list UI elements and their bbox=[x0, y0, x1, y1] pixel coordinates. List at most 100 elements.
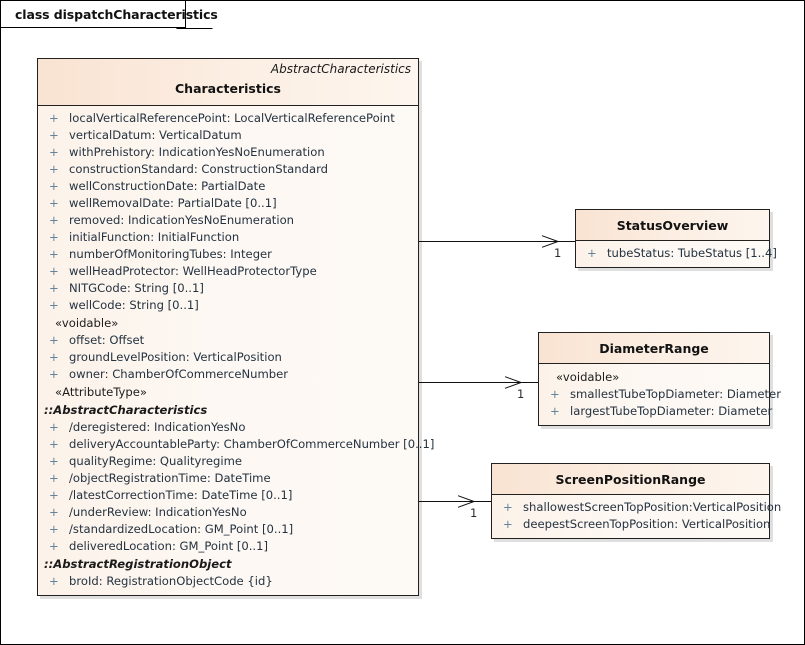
class-name-label: ScreenPositionRange bbox=[555, 472, 706, 487]
attribute-label: withPrehistory: IndicationYesNoEnumerati… bbox=[69, 145, 325, 159]
connector-multiplicity-statusoverview: 1 bbox=[554, 246, 562, 260]
attribute-label: wellHeadProtector: WellHeadProtectorType bbox=[69, 264, 317, 278]
attribute-label: owner: ChamberOfCommerceNumber bbox=[69, 367, 289, 381]
characteristics-attribute-row: + broId: RegistrationObjectCode {id} bbox=[38, 573, 418, 590]
connector-line-screenpositionrange bbox=[419, 501, 491, 502]
class-attributes-statusoverview: + tubeStatus: TubeStatus [1..4] bbox=[576, 241, 777, 267]
attribute-label: shallowestScreenTopPosition:VerticalPosi… bbox=[523, 500, 782, 514]
characteristics-attribute-row: + /deregistered: IndicationYesNo bbox=[38, 419, 418, 436]
attribute-label: largestTubeTopDiameter: Diameter bbox=[570, 404, 773, 418]
attribute-label: /objectRegistrationTime: DateTime bbox=[69, 471, 271, 485]
visibility-marker: + bbox=[49, 145, 59, 159]
attribute-label: initialFunction: InitialFunction bbox=[69, 230, 240, 244]
characteristics-attribute-row: + wellHeadProtector: WellHeadProtectorTyp… bbox=[38, 263, 418, 280]
characteristics-attribute-row: + NITGCode: String [0..1] bbox=[38, 280, 418, 297]
class-attributes-characteristics: + localVerticalReferencePoint: LocalVerti… bbox=[38, 106, 434, 595]
attribute-label: numberOfMonitoringTubes: Integer bbox=[69, 247, 272, 261]
attribute-label: /underReview: IndicationYesNo bbox=[69, 505, 247, 519]
attribute-label: wellConstructionDate: PartialDate bbox=[69, 179, 266, 193]
attribute-label: wellCode: String [0..1] bbox=[69, 298, 199, 312]
diameterrange-stereotype-label: «voidable» bbox=[556, 370, 620, 384]
visibility-marker: + bbox=[49, 539, 59, 553]
class-header-characteristics: AbstractCharacteristics Characteristics bbox=[38, 59, 418, 106]
visibility-marker: + bbox=[550, 387, 560, 401]
class-parent-label: AbstractCharacteristics bbox=[270, 62, 411, 76]
attribute-label: removed: IndicationYesNoEnumeration bbox=[69, 213, 295, 227]
characteristics-attribute-row: + /standardizedLocation: GM_Point [0..1] bbox=[38, 521, 418, 538]
class-attributes-screenpositionrange: + shallowestScreenTopPosition:VerticalPos… bbox=[492, 495, 781, 538]
characteristics-attribute-row: +groundLevelPosition: VerticalPosition bbox=[38, 349, 418, 366]
visibility-marker: + bbox=[587, 246, 597, 260]
visibility-marker: + bbox=[49, 522, 59, 536]
attribute-label: tubeStatus: TubeStatus [1..4] bbox=[607, 246, 777, 260]
characteristics-attribute-row: +wellRemovalDate: PartialDate [0..1] bbox=[38, 195, 418, 212]
attribute-label: verticalDatum: VerticalDatum bbox=[69, 128, 242, 142]
attribute-label: /standardizedLocation: GM_Point [0..1] bbox=[69, 522, 294, 536]
screenpositionrange-attribute-row: + shallowestScreenTopPosition:VerticalPos… bbox=[492, 499, 781, 516]
visibility-marker: + bbox=[49, 179, 59, 193]
visibility-marker: + bbox=[550, 404, 560, 418]
attribute-label: wellRemovalDate: PartialDate [0..1] bbox=[69, 196, 277, 210]
visibility-marker: + bbox=[49, 350, 59, 364]
attribute-label: /deregistered: IndicationYesNo bbox=[69, 420, 246, 434]
class-box-screenpositionrange[interactable]: ScreenPositionRange + shallowestScreenTop… bbox=[491, 463, 781, 539]
class-name-label: StatusOverview bbox=[616, 218, 729, 233]
statusoverview-attribute-row: + tubeStatus: TubeStatus [1..4] bbox=[576, 245, 777, 262]
characteristics-attribute-row: +deliveryAccountableParty: ChamberOfComm… bbox=[38, 436, 434, 453]
visibility-marker: + bbox=[49, 505, 59, 519]
connector-line-statusoverview bbox=[419, 241, 575, 242]
characteristics-attribute-row: +qualityRegime: Qualityregime bbox=[38, 453, 418, 470]
visibility-marker: + bbox=[49, 264, 59, 278]
visibility-marker: + bbox=[503, 500, 513, 514]
characteristics-attribute-row: + localVerticalReferencePoint: LocalVerti… bbox=[38, 110, 418, 127]
characteristics-attribute-row: + wellCode: String [0..1] bbox=[38, 297, 418, 314]
visibility-marker: + bbox=[49, 281, 59, 295]
class-name-label: DiameterRange bbox=[599, 341, 709, 356]
attribute-label: broId: RegistrationObjectCode {id} bbox=[69, 574, 273, 588]
connector-multiplicity-diameterrange: 1 bbox=[517, 387, 525, 401]
characteristics-stereotype-label: «voidable» bbox=[55, 316, 119, 330]
characteristics-attribute-row: + deliveredLocation: GM_Point [0..1] bbox=[38, 538, 418, 555]
class-header-statusoverview: StatusOverview bbox=[576, 210, 769, 241]
visibility-marker: + bbox=[49, 367, 59, 381]
visibility-marker: + bbox=[49, 111, 59, 125]
class-header-screenpositionrange: ScreenPositionRange bbox=[492, 464, 769, 495]
characteristics-attribute-row: + /underReview: IndicationYesNo bbox=[38, 504, 418, 521]
class-name-label: Characteristics bbox=[175, 81, 281, 96]
class-box-characteristics[interactable]: AbstractCharacteristics Characteristics … bbox=[37, 58, 434, 596]
visibility-marker: + bbox=[49, 420, 59, 434]
attribute-label: NITGCode: String [0..1] bbox=[69, 281, 204, 295]
visibility-marker: + bbox=[49, 213, 59, 227]
characteristics-attribute-row: + offset: Offset bbox=[38, 332, 418, 349]
visibility-marker: + bbox=[49, 247, 59, 261]
characteristics-attribute-row: + owner: ChamberOfCommerceNumber bbox=[38, 366, 418, 383]
characteristics-attribute-row: + wellConstructionDate: PartialDate bbox=[38, 178, 418, 195]
attribute-label: offset: Offset bbox=[69, 333, 145, 347]
diameterrange-attribute-row: + largestTubeTopDiameter: Diameter bbox=[539, 403, 773, 420]
visibility-marker: + bbox=[503, 517, 513, 531]
characteristics-inherited-section-label: ::AbstractCharacteristics bbox=[44, 403, 208, 417]
diameterrange-attribute-row: +smallestTubeTopDiameter: Diameter bbox=[539, 386, 781, 403]
attribute-label: deliveredLocation: GM_Point [0..1] bbox=[69, 539, 268, 553]
class-box-diameterrange[interactable]: DiameterRange «voidable» +smallestTubeTop… bbox=[538, 332, 781, 426]
attribute-label: constructionStandard: ConstructionStanda… bbox=[69, 162, 328, 176]
characteristics-attribute-row: + removed: IndicationYesNoEnumeration bbox=[38, 212, 418, 229]
screenpositionrange-attribute-row: +deepestScreenTopPosition: VerticalPosit… bbox=[492, 516, 770, 533]
characteristics-attribute-row: + withPrehistory: IndicationYesNoEnumerat… bbox=[38, 144, 418, 161]
class-box-statusoverview[interactable]: StatusOverview + tubeStatus: TubeStatus [… bbox=[575, 209, 777, 268]
visibility-marker: + bbox=[49, 437, 59, 451]
attribute-label: localVerticalReferencePoint: LocalVertic… bbox=[69, 111, 395, 125]
visibility-marker: + bbox=[49, 162, 59, 176]
connector-multiplicity-screenpositionrange: 1 bbox=[470, 506, 478, 520]
visibility-marker: + bbox=[49, 298, 59, 312]
attribute-label: qualityRegime: Qualityregime bbox=[69, 454, 243, 468]
visibility-marker: + bbox=[49, 574, 59, 588]
class-header-diameterrange: DiameterRange bbox=[539, 333, 769, 364]
characteristics-stereotype-label: «AttributeType» bbox=[55, 385, 148, 399]
attribute-label: /latestCorrectionTime: DateTime [0..1] bbox=[69, 488, 293, 502]
diagram-title: class dispatchCharacteristics bbox=[15, 7, 218, 22]
visibility-marker: + bbox=[49, 333, 59, 347]
characteristics-attribute-row: + constructionStandard: ConstructionStand… bbox=[38, 161, 418, 178]
class-attributes-diameterrange: «voidable» +smallestTubeTopDiameter: Diam… bbox=[539, 364, 781, 425]
